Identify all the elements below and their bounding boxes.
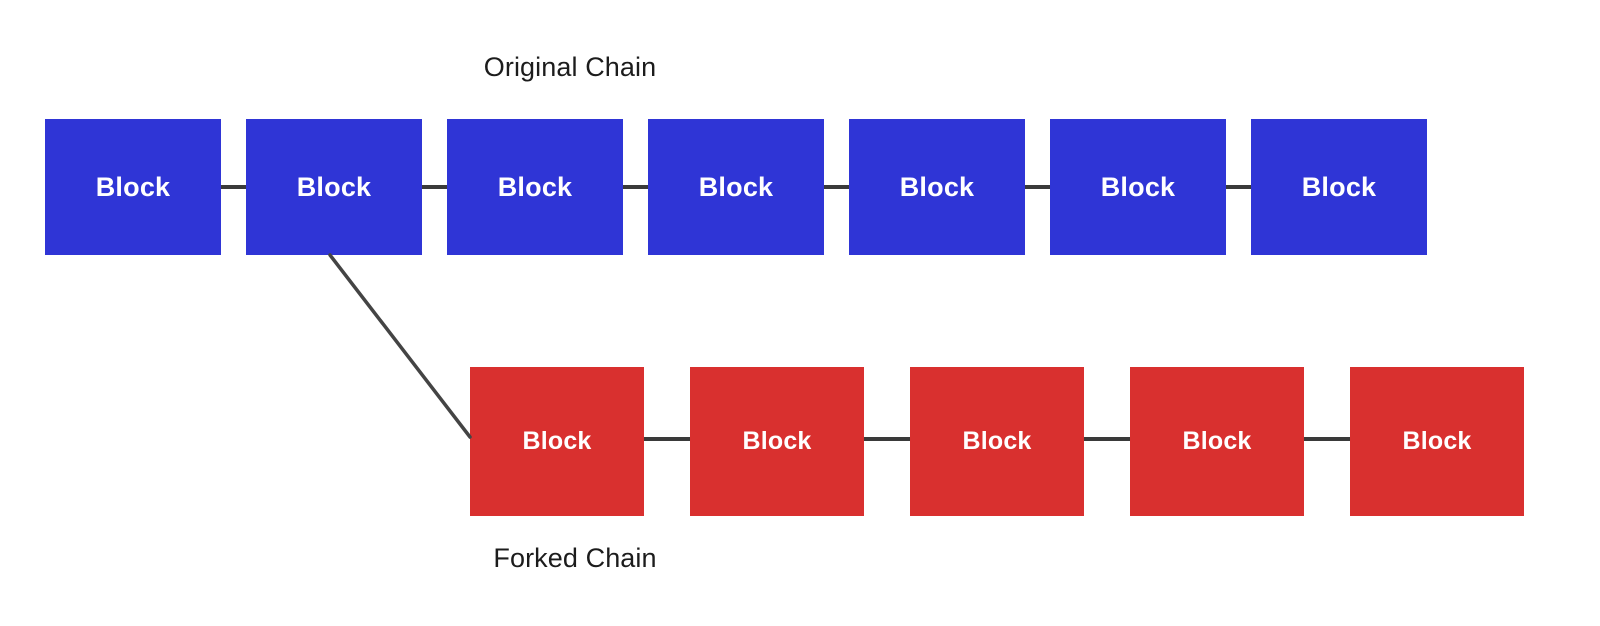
original-chain-block[interactable]: Block <box>246 119 422 255</box>
block-label: Block <box>899 171 975 202</box>
chain-connector <box>221 185 246 189</box>
block-label: Block <box>1182 427 1252 455</box>
original-chain-row: Block Block Block Block Block Block Block <box>45 119 1427 255</box>
block-label: Block <box>698 171 774 202</box>
original-chain-label: Original Chain <box>483 52 657 82</box>
block-label: Block <box>296 171 372 202</box>
original-chain-block[interactable]: Block <box>1251 119 1427 255</box>
forked-chain-block[interactable]: Block <box>1130 367 1304 516</box>
block-label: Block <box>497 171 573 202</box>
block-label: Block <box>1301 171 1377 202</box>
forked-chain-row: Block Block Block Block Block <box>470 367 1524 516</box>
original-chain-block[interactable]: Block <box>45 119 221 255</box>
chain-connector <box>422 185 447 189</box>
chain-connector <box>1025 185 1050 189</box>
forked-chain-block[interactable]: Block <box>910 367 1084 516</box>
original-chain-block[interactable]: Block <box>1050 119 1226 255</box>
chain-connector <box>1226 185 1251 189</box>
block-label: Block <box>95 171 171 202</box>
block-label: Block <box>1100 171 1176 202</box>
forked-chain-block[interactable]: Block <box>470 367 644 516</box>
block-label: Block <box>742 427 812 455</box>
forked-chain-block[interactable]: Block <box>1350 367 1524 516</box>
original-chain-block[interactable]: Block <box>849 119 1025 255</box>
chain-connector <box>824 185 849 189</box>
original-chain-block[interactable]: Block <box>648 119 824 255</box>
original-chain-block[interactable]: Block <box>447 119 623 255</box>
forked-chain-block[interactable]: Block <box>690 367 864 516</box>
block-label: Block <box>522 427 592 455</box>
chain-connector <box>1304 437 1350 441</box>
chain-connector <box>623 185 648 189</box>
chain-connector <box>1084 437 1130 441</box>
block-label: Block <box>1402 427 1472 455</box>
forked-chain-label: Forked Chain <box>493 543 657 573</box>
chain-connector <box>864 437 910 441</box>
chain-connector <box>644 437 690 441</box>
block-label: Block <box>962 427 1032 455</box>
